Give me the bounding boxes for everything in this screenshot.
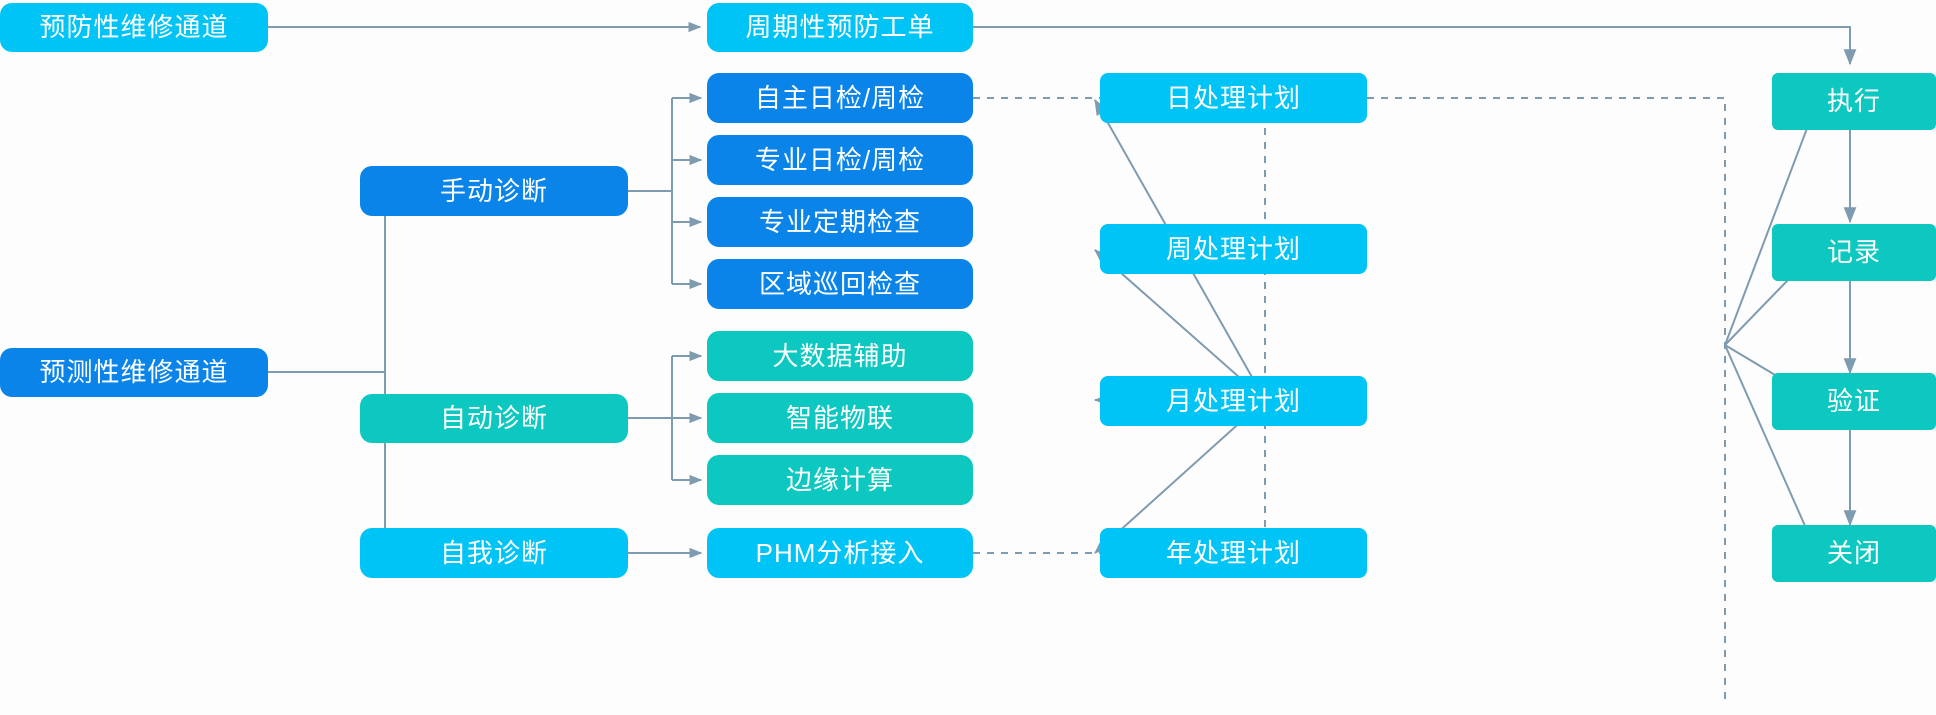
node-verify[interactable]: 验证 bbox=[1772, 373, 1936, 430]
node-big-data-assist[interactable]: 大数据辅助 bbox=[707, 331, 973, 381]
node-preventive-channel[interactable]: 预防性维修通道 bbox=[0, 3, 268, 52]
wire-dashed-plan-collector bbox=[1367, 97, 1726, 700]
node-periodic-work-order[interactable]: 周期性预防工单 bbox=[707, 3, 973, 52]
node-phm-analysis-access[interactable]: PHM分析接入 bbox=[707, 528, 973, 578]
node-record[interactable]: 记录 bbox=[1772, 224, 1936, 281]
node-execute[interactable]: 执行 bbox=[1772, 73, 1936, 130]
node-daily-plan[interactable]: 日处理计划 bbox=[1100, 73, 1367, 123]
node-monthly-plan[interactable]: 月处理计划 bbox=[1100, 376, 1367, 426]
node-weekly-plan[interactable]: 周处理计划 bbox=[1100, 224, 1367, 274]
wire-workorder-to-execute bbox=[973, 26, 1857, 66]
node-smart-iot[interactable]: 智能物联 bbox=[707, 393, 973, 443]
node-yearly-plan[interactable]: 年处理计划 bbox=[1100, 528, 1367, 578]
node-edge-computing[interactable]: 边缘计算 bbox=[707, 455, 973, 505]
wire-dashed-top-collector bbox=[973, 97, 1266, 553]
node-predictive-channel[interactable]: 预测性维修通道 bbox=[0, 348, 268, 397]
node-area-patrol-inspection[interactable]: 区域巡回检查 bbox=[707, 259, 973, 309]
node-self-daily-weekly-inspection[interactable]: 自主日检/周检 bbox=[707, 73, 973, 123]
node-auto-diagnosis[interactable]: 自动诊断 bbox=[360, 394, 628, 443]
node-close[interactable]: 关闭 bbox=[1772, 525, 1936, 582]
node-self-diagnosis[interactable]: 自我诊断 bbox=[360, 528, 628, 578]
node-manual-diagnosis[interactable]: 手动诊断 bbox=[360, 166, 628, 216]
node-professional-daily-weekly-inspection[interactable]: 专业日检/周检 bbox=[707, 135, 973, 185]
node-professional-periodic-inspection[interactable]: 专业定期检查 bbox=[707, 197, 973, 247]
